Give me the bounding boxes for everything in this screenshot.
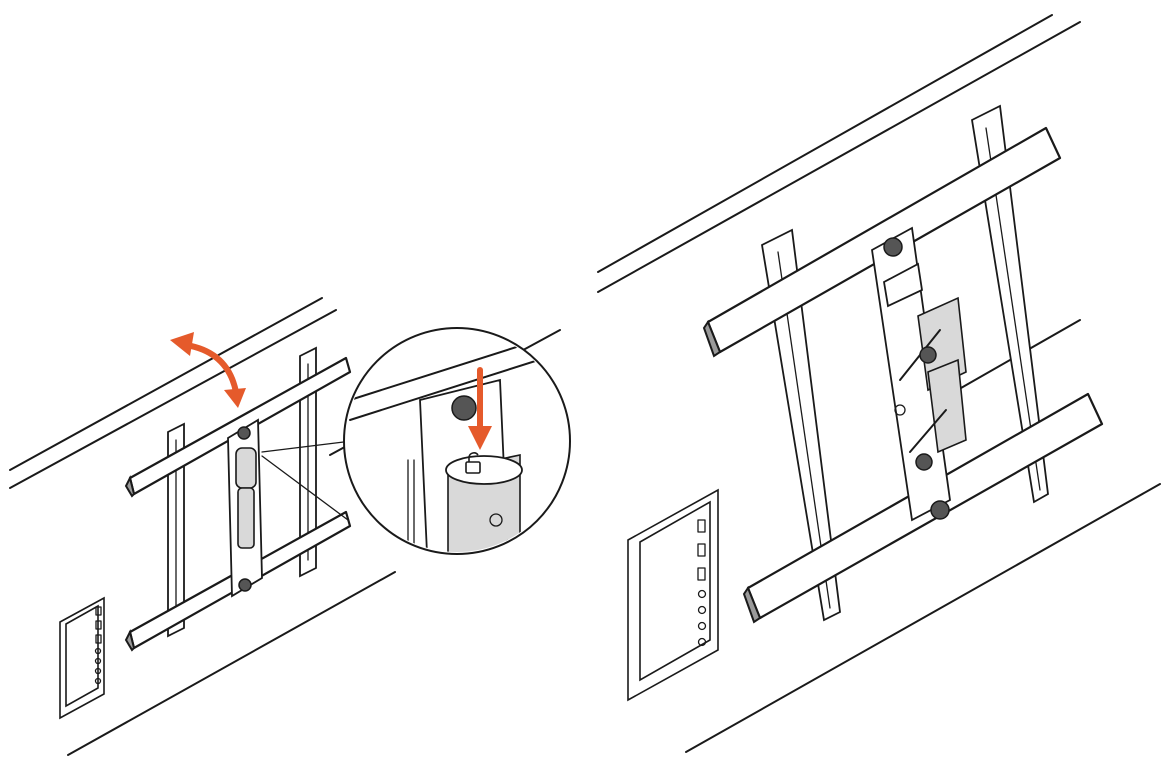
right-vertical-rails — [761, 104, 1049, 622]
left-tilt-mechanism — [227, 418, 263, 598]
left-connection-panel — [59, 596, 105, 720]
left-top-knob — [237, 426, 251, 440]
left-bottom-knob — [238, 578, 252, 592]
tilt-arrow-icon — [170, 332, 246, 408]
right-top-knob — [883, 237, 903, 257]
right-view — [597, 14, 1161, 753]
right-wall-lines — [597, 14, 1161, 753]
press-down-arrow-icon — [468, 367, 492, 450]
left-port-icons — [94, 606, 102, 685]
right-port-icons — [697, 519, 707, 647]
right-connection-panel — [627, 488, 719, 702]
right-bottom-knob — [930, 500, 950, 520]
right-mid-knob — [919, 346, 937, 364]
left-vertical-rails — [167, 346, 317, 638]
left-view — [9, 297, 571, 756]
right-lower-knob — [915, 453, 933, 471]
lock-detail-callout — [343, 327, 571, 555]
right-tilt-mechanism — [871, 226, 967, 522]
unlock-icon — [465, 452, 481, 474]
